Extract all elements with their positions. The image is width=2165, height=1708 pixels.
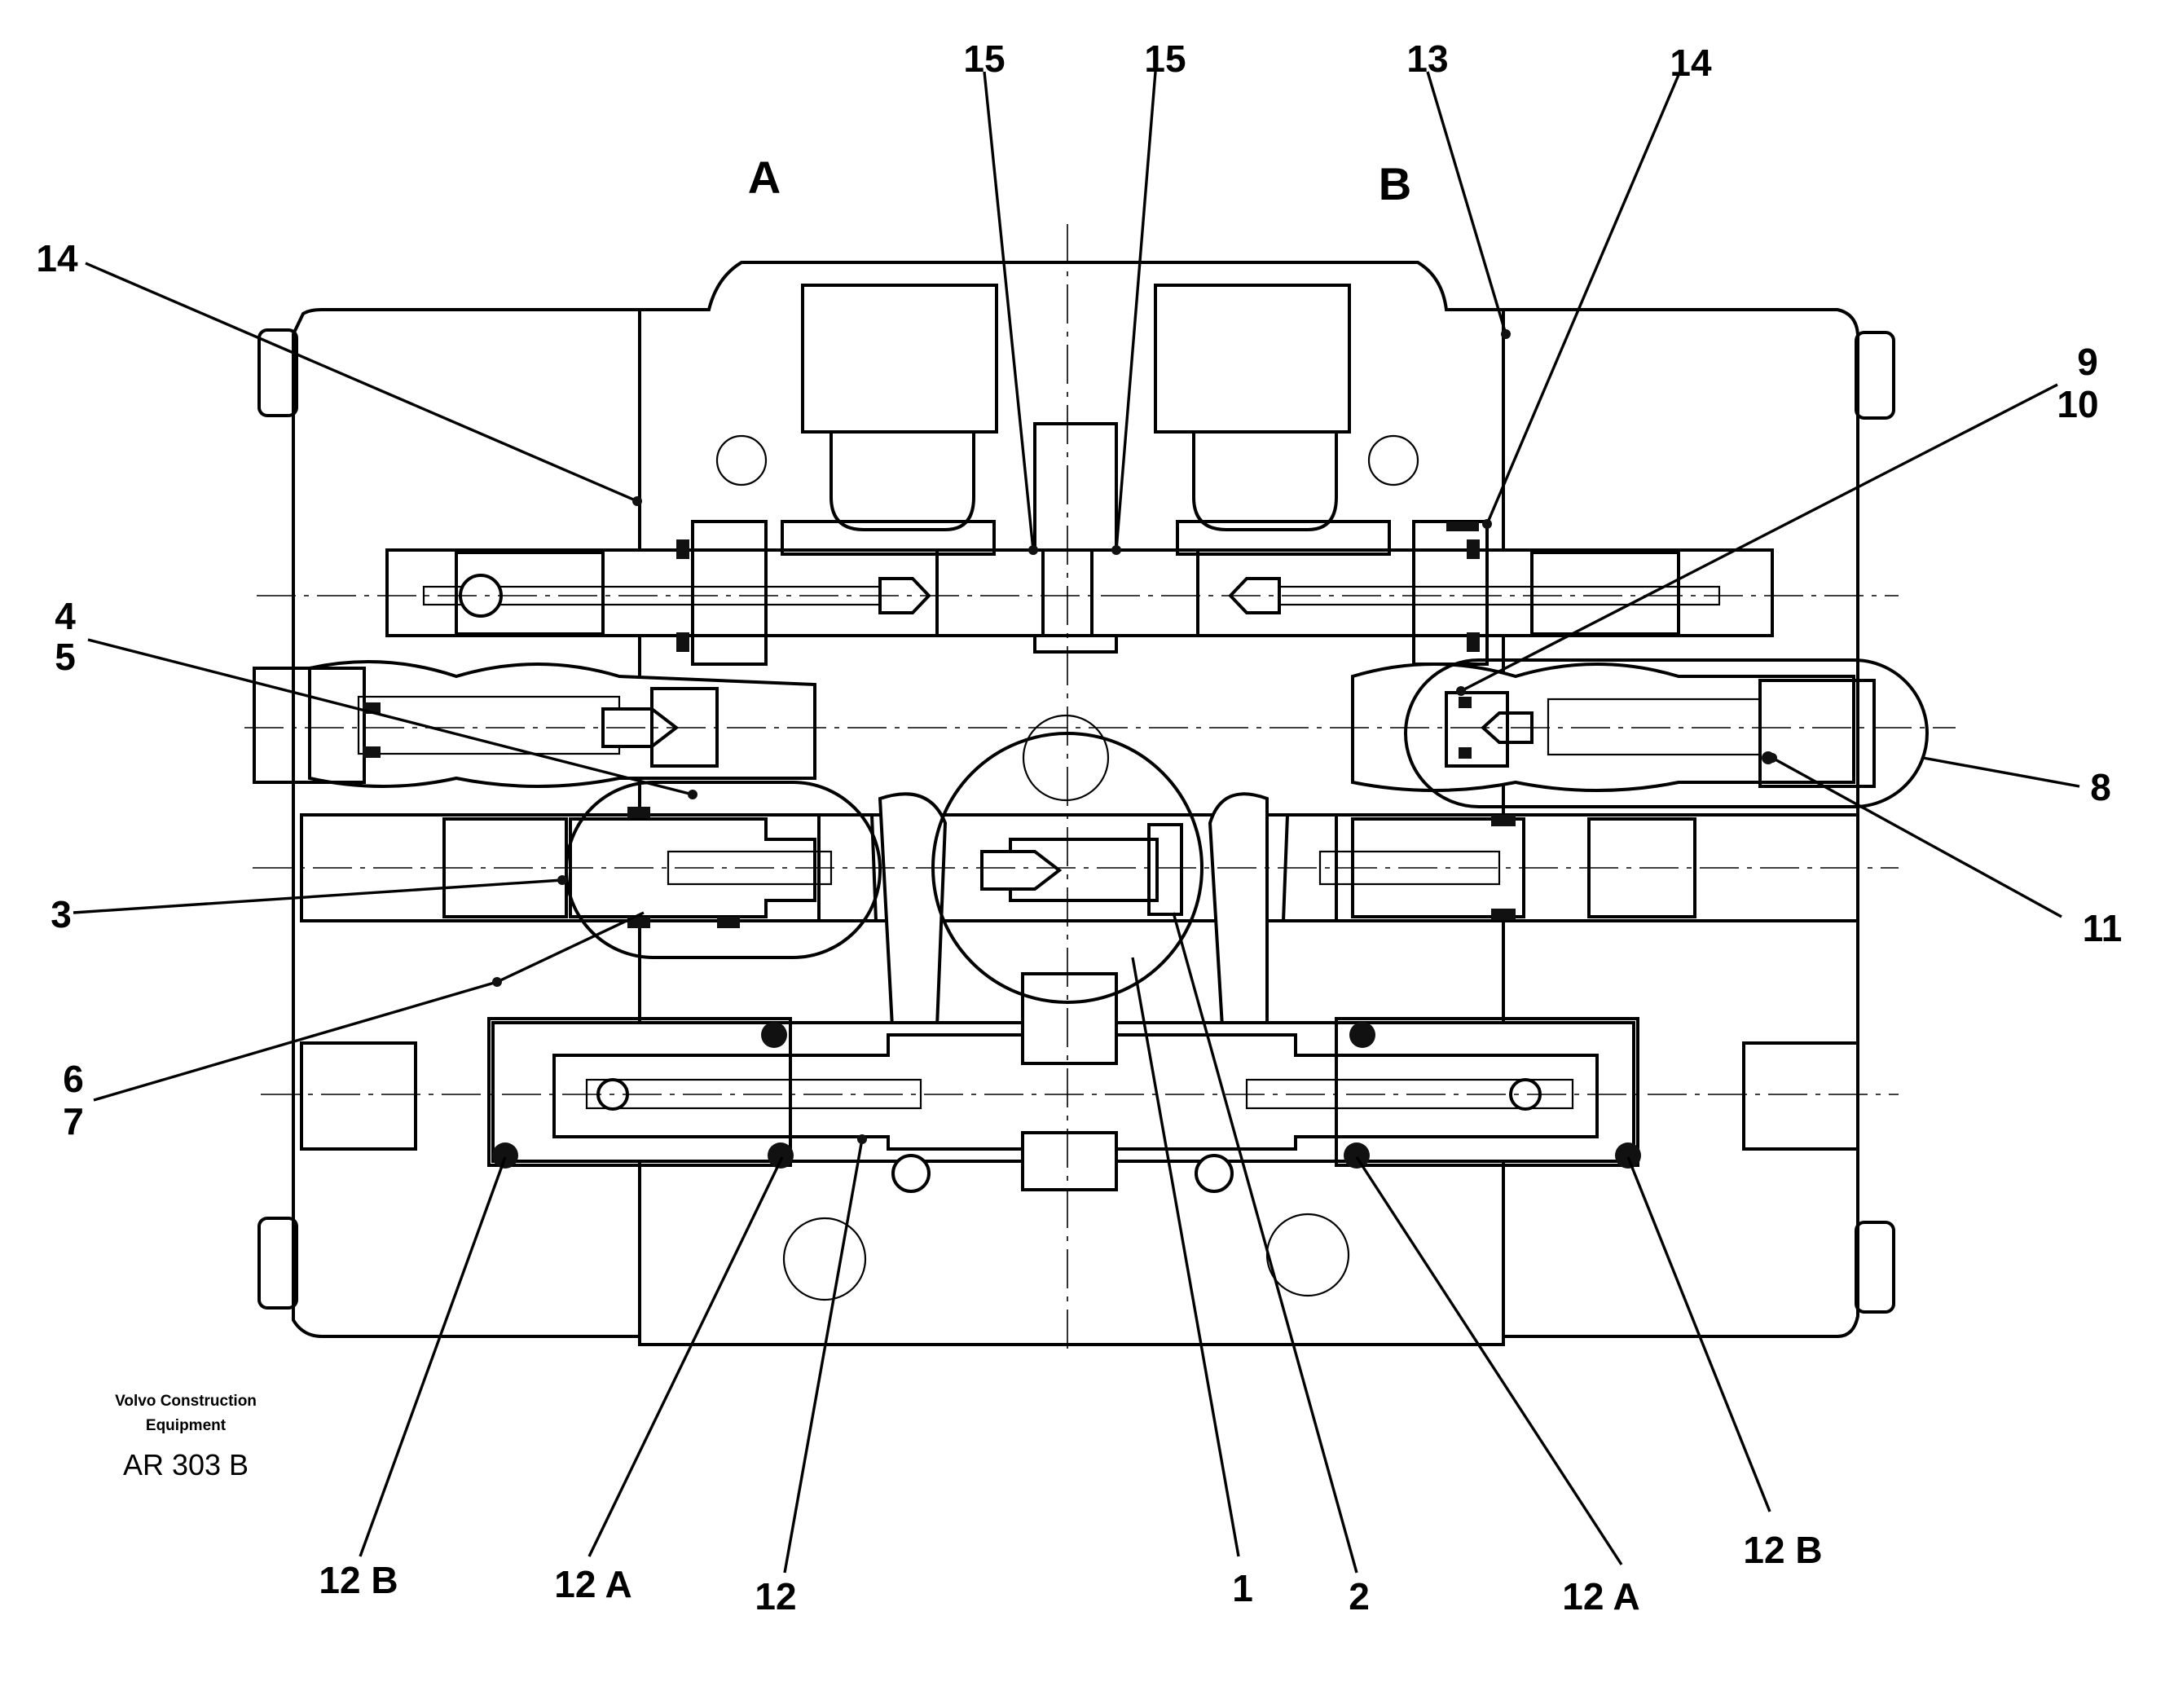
callout-9: 9 — [2077, 341, 2098, 383]
mount-lug — [257, 328, 298, 417]
callout-14-left: 14 — [36, 237, 78, 280]
callout-14-top-right: 14 — [1670, 42, 1712, 84]
mount-lug — [257, 1217, 298, 1310]
port-row — [253, 660, 1876, 792]
callout-6: 6 — [63, 1058, 84, 1100]
callout-15-left: 15 — [963, 37, 1005, 80]
caption-drawing-code: AR 303 B — [123, 1448, 249, 1481]
center-lines — [244, 224, 1956, 1353]
section-label-a: A — [748, 152, 781, 203]
top-pockets — [801, 284, 1351, 654]
callout-12b-left: 12 B — [319, 1559, 398, 1601]
callout-10: 10 — [2057, 383, 2098, 425]
callout-3: 3 — [51, 893, 72, 935]
callout-5: 5 — [55, 636, 76, 678]
left-end-cover — [292, 308, 641, 1338]
callout-8: 8 — [2090, 766, 2111, 808]
callout-1: 1 — [1232, 1567, 1253, 1609]
caption-company-line1: Volvo Construction — [115, 1393, 257, 1410]
callout-13: 13 — [1406, 37, 1448, 80]
detail-oval-8 — [1404, 658, 1929, 808]
center-body — [638, 261, 1505, 1346]
callout-labels: 15 15 13 14 14 9 10 4 5 8 3 11 6 7 12 B … — [36, 37, 2122, 1618]
leader-lines — [73, 71, 2080, 1574]
callout-15-right: 15 — [1144, 37, 1186, 80]
detail-oval-3 — [565, 781, 882, 959]
right-end-cover — [1502, 308, 1859, 1338]
callout-11: 11 — [2083, 907, 2123, 949]
spool-bore — [300, 972, 1859, 1193]
section-label-b: B — [1379, 158, 1411, 209]
callout-12: 12 — [755, 1575, 796, 1618]
callout-12a-left: 12 A — [554, 1563, 631, 1605]
detail-outlines — [565, 658, 1929, 959]
mount-lug — [1855, 331, 1895, 420]
callout-12a-right: 12 A — [1562, 1575, 1639, 1618]
mount-lug — [1855, 1221, 1895, 1314]
callout-2: 2 — [1349, 1575, 1370, 1618]
callout-4: 4 — [55, 595, 76, 637]
housing — [257, 261, 1895, 1346]
callout-7: 7 — [63, 1100, 84, 1142]
drawing-caption: Volvo Construction Equipment AR 303 B — [115, 1393, 257, 1481]
caption-company-line2: Equipment — [146, 1417, 227, 1434]
callout-12b-right: 12 B — [1743, 1529, 1822, 1571]
